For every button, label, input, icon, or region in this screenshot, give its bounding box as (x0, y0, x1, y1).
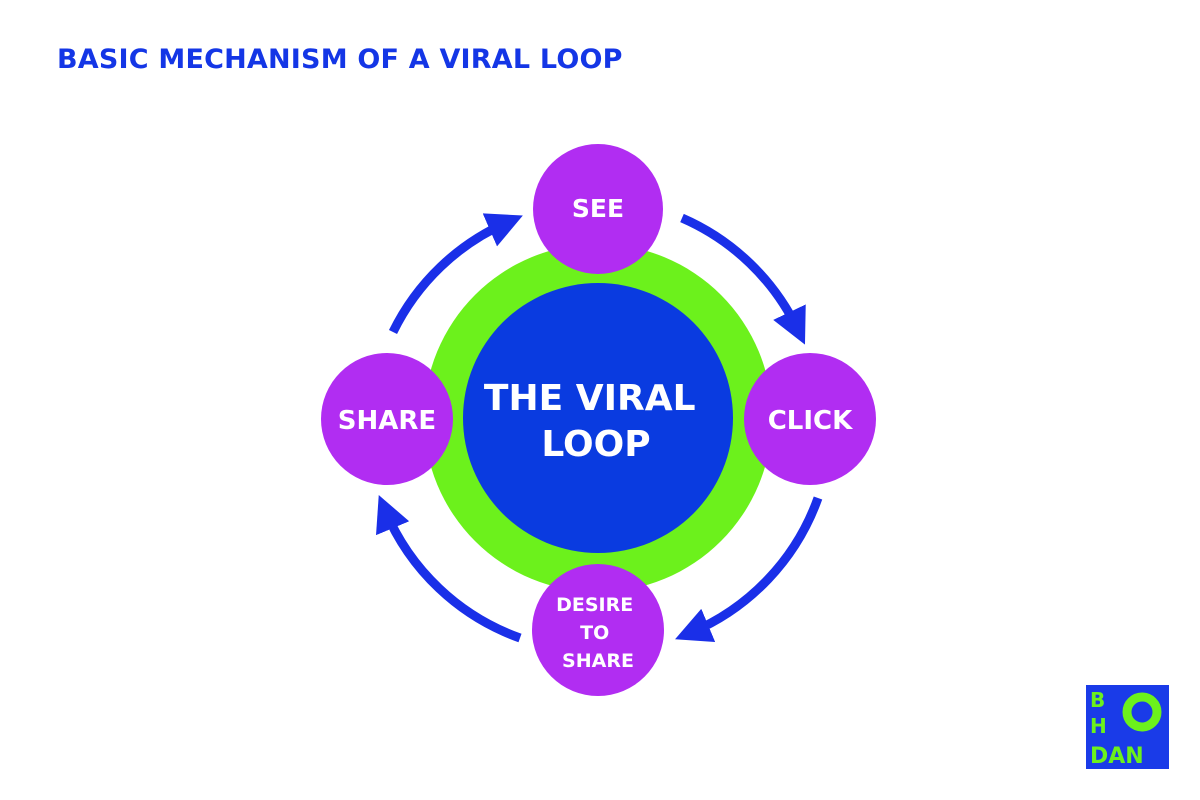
node-click-label: CLICK (768, 406, 853, 436)
arrow-click-to-desire (675, 496, 823, 642)
center-label: THE VIRAL LOOP (484, 378, 708, 465)
node-desire-label-line2: TO (580, 622, 609, 644)
node-click: CLICK (744, 353, 876, 485)
node-desire-to-share: DESIRE TO SHARE (532, 564, 664, 696)
svg-text:SHARE: SHARE (338, 406, 436, 436)
svg-text:CLICK: CLICK (768, 406, 853, 436)
node-see: SEE (533, 144, 663, 274)
svg-text:DESIRE TO SHARE: DESIRE TO SHARE (556, 594, 640, 672)
svg-text:H: H (1090, 714, 1107, 738)
page-title: BASIC MECHANISM OF A VIRAL LOOP (57, 44, 623, 75)
node-desire-label-line3: SHARE (562, 650, 634, 672)
svg-text:DAN: DAN (1090, 744, 1144, 769)
svg-text:B: B (1090, 688, 1105, 712)
node-share: SHARE (321, 353, 453, 485)
node-share-label: SHARE (338, 406, 436, 436)
node-desire-label-line1: DESIRE (556, 594, 633, 616)
svg-text:SEE: SEE (572, 194, 624, 223)
arrow-desire-to-share (376, 495, 522, 643)
bohdan-logo: B H DAN (1086, 685, 1169, 769)
node-see-label: SEE (572, 194, 624, 223)
center-core (463, 283, 733, 553)
arrow-see-to-click (680, 213, 806, 345)
arrow-share-to-see (388, 213, 523, 334)
